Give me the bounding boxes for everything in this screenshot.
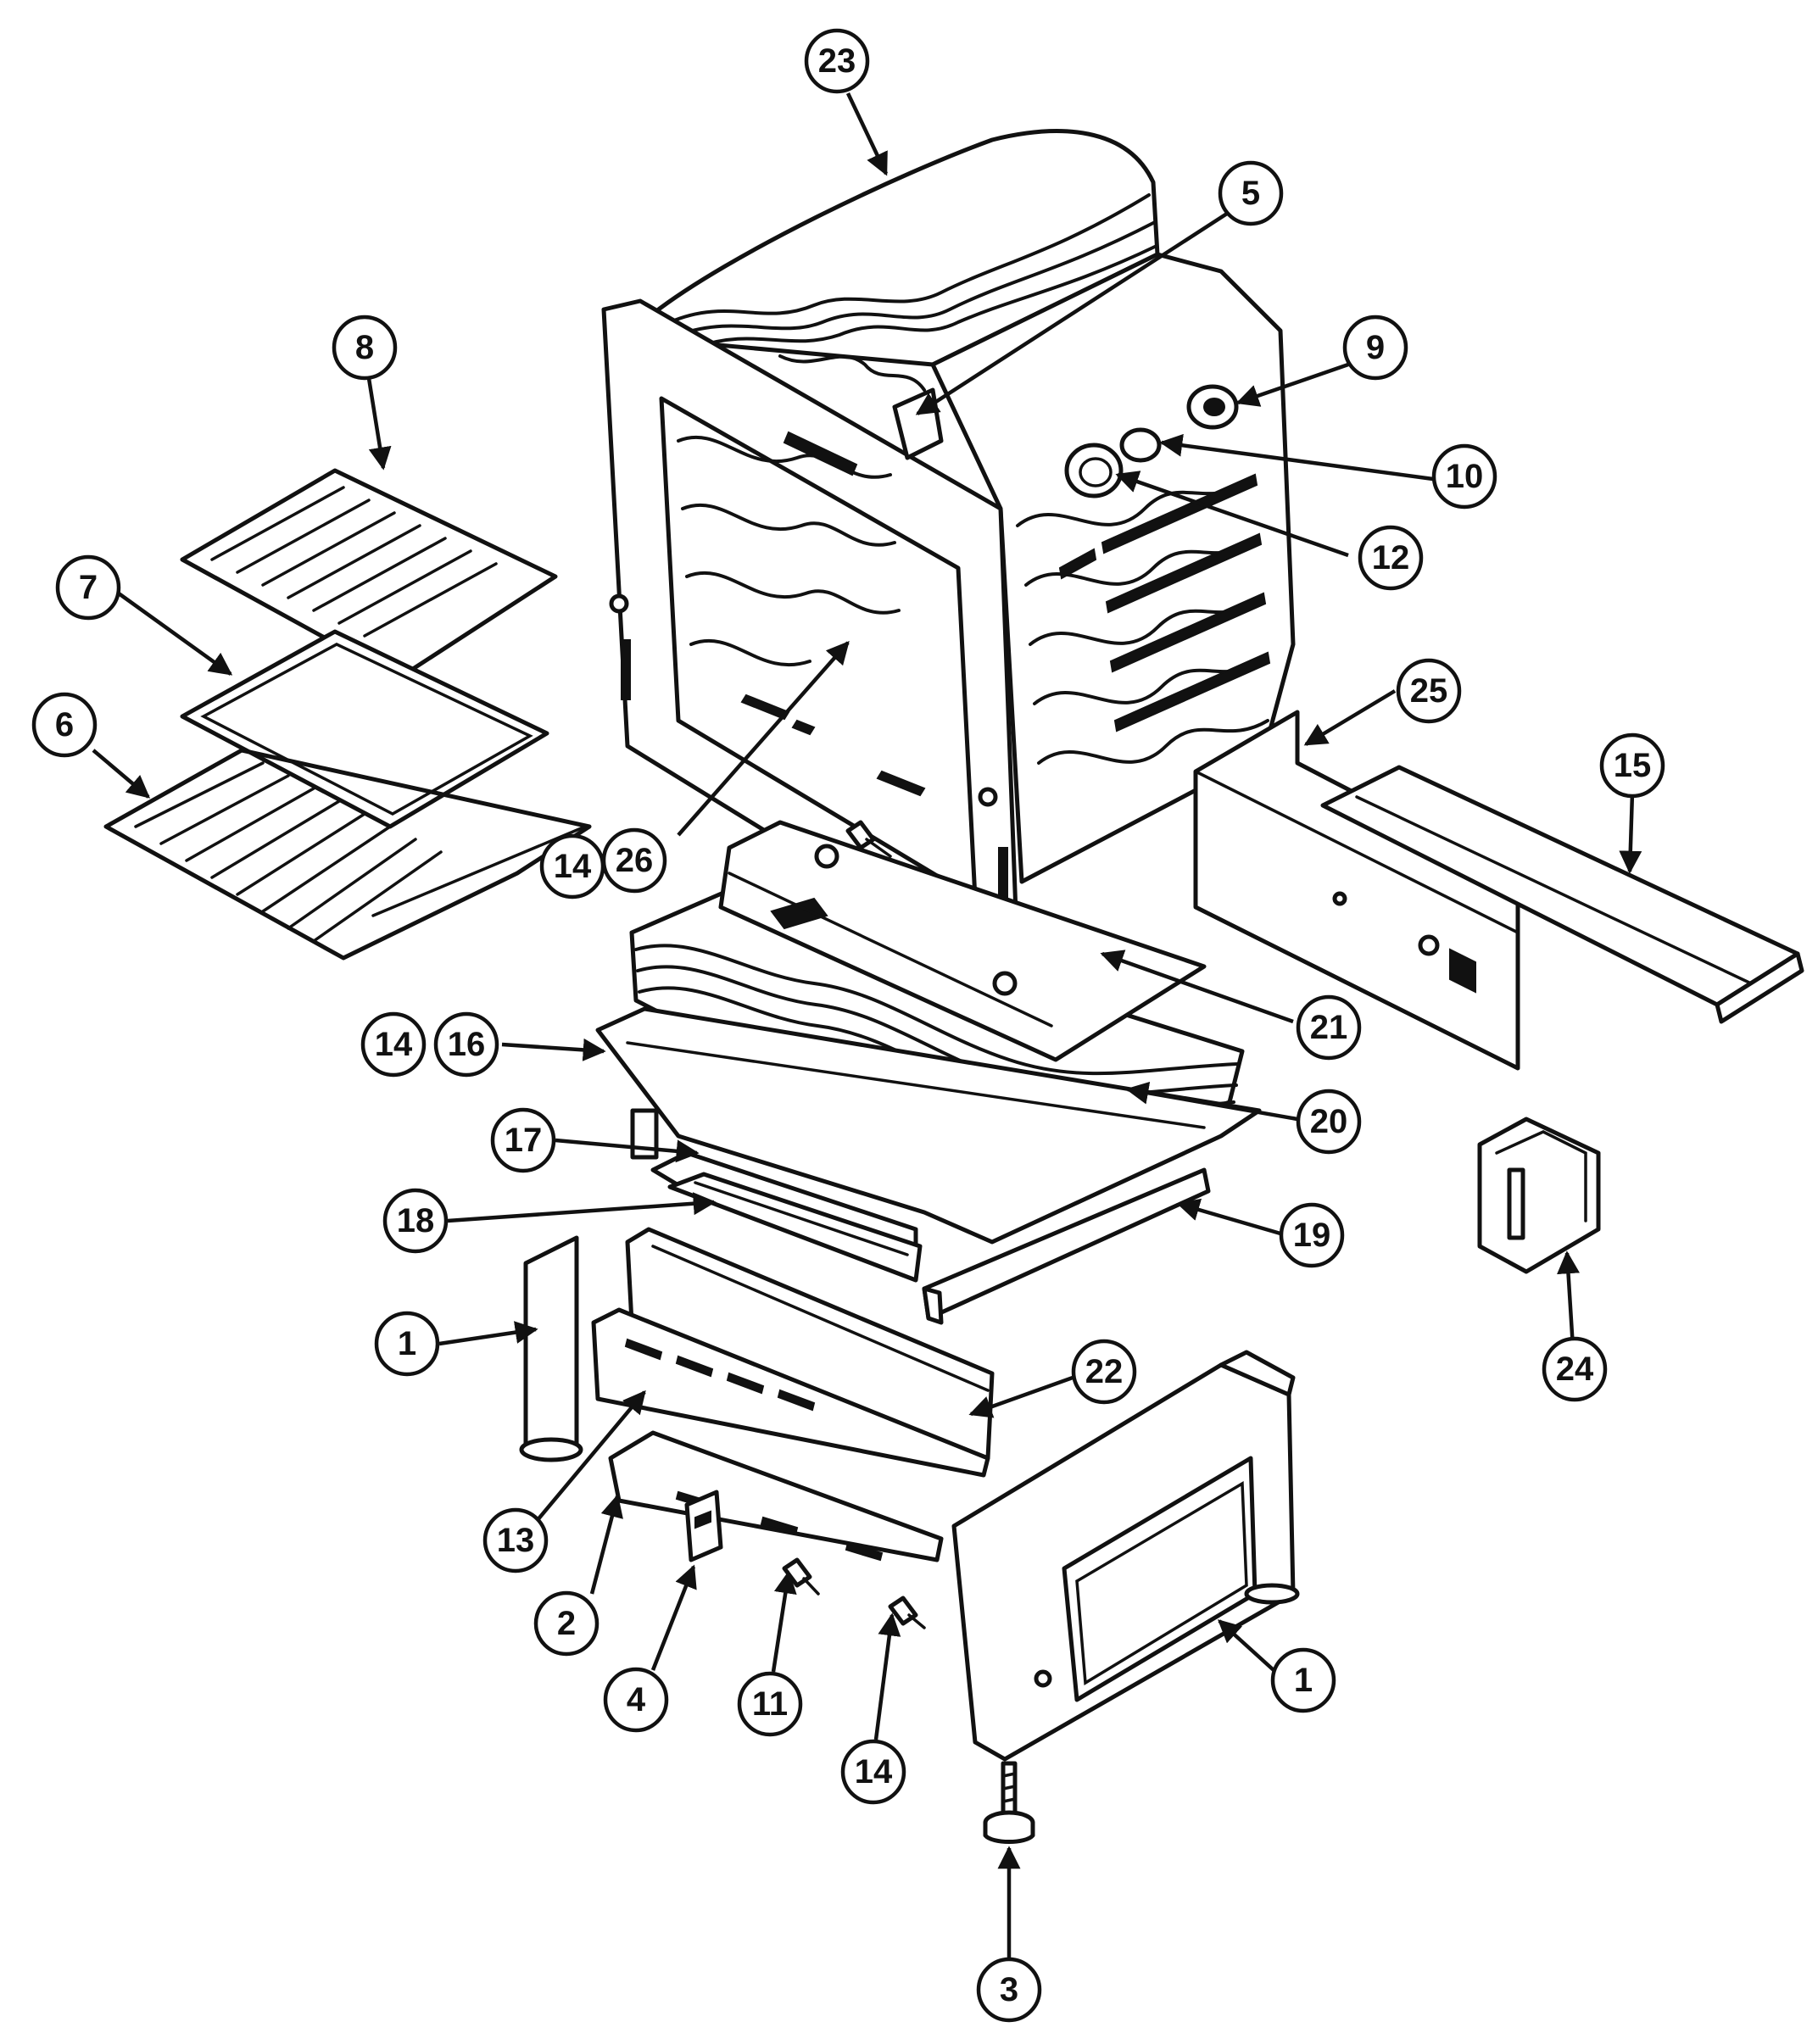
svg-text:2: 2 [557, 1605, 576, 1642]
callout-11: 11 [737, 1671, 803, 1737]
back-panel-25 [1193, 710, 1520, 1071]
svg-text:18: 18 [397, 1202, 435, 1239]
svg-text:10: 10 [1446, 458, 1484, 495]
svg-text:20: 20 [1310, 1103, 1348, 1140]
rear-trim-15 [1320, 765, 1804, 1024]
svg-text:19: 19 [1293, 1217, 1331, 1254]
svg-text:22: 22 [1085, 1353, 1124, 1390]
right-base-side-1 [951, 1350, 1300, 1762]
svg-text:5: 5 [1241, 175, 1260, 212]
callout-1-right: 1 [1270, 1647, 1336, 1713]
svg-text:3: 3 [1000, 1971, 1018, 2008]
burner-baffle-16 [595, 1006, 1262, 1245]
leveling-leg-3 [983, 1761, 1035, 1844]
callouts: 23 5 8 9 10 12 7 6 25 15 14 26 21 14 16 … [31, 28, 1665, 2023]
svg-text:24: 24 [1556, 1351, 1594, 1388]
svg-text:17: 17 [505, 1122, 543, 1159]
svg-text:12: 12 [1372, 539, 1410, 576]
svg-text:23: 23 [818, 42, 856, 80]
broiler-pan-grid-8 [180, 468, 558, 681]
svg-text:25: 25 [1410, 672, 1448, 710]
callout-15: 15 [1599, 732, 1665, 799]
callout-20: 20 [1296, 1089, 1362, 1155]
svg-text:1: 1 [1294, 1662, 1313, 1699]
oven-bottom-panel-21 [718, 820, 1207, 1062]
callout-14-baffle: 14 [360, 1011, 427, 1078]
callout-24: 24 [1542, 1336, 1608, 1402]
svg-text:14: 14 [375, 1026, 413, 1063]
callout-7: 7 [55, 554, 121, 621]
svg-text:11: 11 [752, 1685, 788, 1723]
svg-text:16: 16 [448, 1026, 486, 1063]
callout-8: 8 [332, 315, 398, 381]
callout-9: 9 [1342, 315, 1408, 381]
callout-26: 26 [601, 827, 667, 894]
callout-25: 25 [1396, 658, 1462, 724]
svg-text:26: 26 [616, 842, 654, 879]
svg-text:15: 15 [1614, 747, 1652, 784]
svg-text:7: 7 [79, 569, 98, 606]
svg-text:21: 21 [1310, 1009, 1348, 1046]
svg-text:4: 4 [627, 1681, 646, 1718]
callout-18: 18 [382, 1188, 449, 1254]
svg-text:9: 9 [1366, 329, 1385, 366]
oven-cavity-assembly [601, 129, 1296, 973]
callout-1-left: 1 [374, 1311, 440, 1377]
svg-text:14: 14 [855, 1753, 893, 1791]
callout-5: 5 [1218, 160, 1284, 226]
junction-box-24 [1477, 1117, 1601, 1274]
svg-text:1: 1 [398, 1325, 416, 1362]
callout-13: 13 [482, 1507, 549, 1573]
drawer-rail-19 [922, 1167, 1211, 1325]
callout-22: 22 [1071, 1339, 1137, 1405]
bracket-4 [684, 1490, 723, 1562]
callout-14-cavity: 14 [539, 833, 605, 899]
callout-19: 19 [1279, 1202, 1345, 1268]
front-base-panel-13 [591, 1307, 990, 1478]
svg-text:13: 13 [497, 1522, 535, 1559]
callout-10: 10 [1431, 443, 1497, 510]
callout-6: 6 [31, 692, 98, 758]
callout-12: 12 [1358, 525, 1424, 591]
svg-text:14: 14 [554, 848, 592, 885]
callout-17: 17 [490, 1107, 556, 1173]
svg-text:6: 6 [55, 706, 74, 744]
callout-16: 16 [433, 1011, 499, 1078]
screw-14-lower [888, 1596, 926, 1629]
callout-2: 2 [533, 1590, 599, 1657]
callout-3: 3 [976, 1957, 1042, 2023]
screw-14-cavity [845, 820, 892, 858]
callout-14-lower: 14 [840, 1739, 906, 1805]
leader-lines [92, 92, 1642, 1958]
svg-text:8: 8 [355, 329, 374, 366]
broiler-pan-7 [180, 629, 549, 829]
left-base-leg-1 [519, 1235, 583, 1462]
callout-4: 4 [603, 1667, 669, 1733]
callout-21: 21 [1296, 994, 1362, 1061]
callout-23: 23 [804, 28, 870, 94]
